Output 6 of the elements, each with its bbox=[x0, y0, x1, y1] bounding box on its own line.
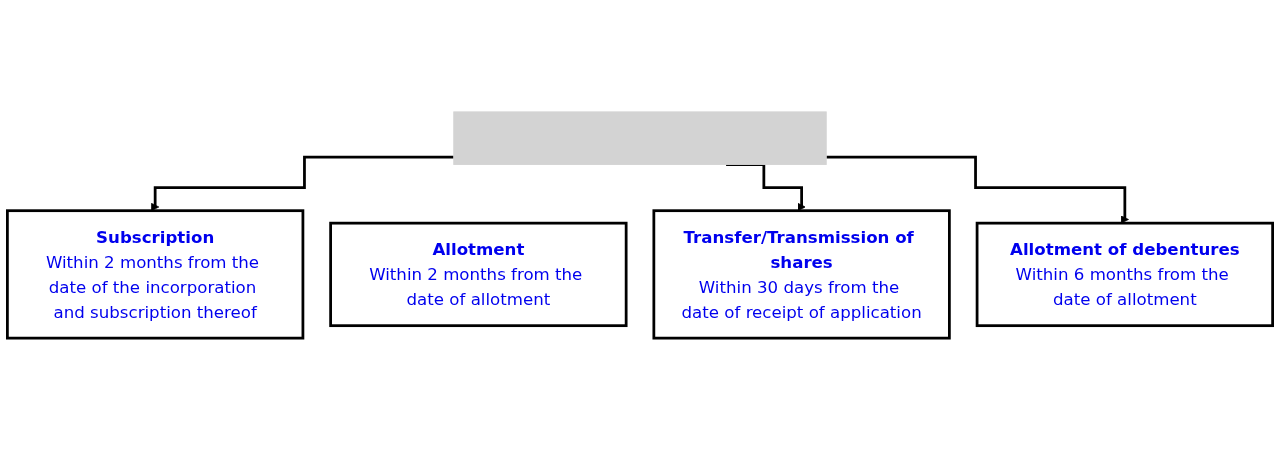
node-box: Allotment Within 2 months from the date of allotment bbox=[329, 221, 628, 328]
node-box: Transfer/Transmission of shares Within 30 days from the date of receipt of application bbox=[652, 209, 951, 340]
node-box: Subscription Within 2 months from the date of the incorporation and subscription thereof bbox=[6, 209, 305, 340]
arrow bbox=[826, 155, 1129, 224]
node-box: Allotment of debentures Within 6 months from the date of allotment bbox=[975, 221, 1274, 328]
node-bar bbox=[453, 111, 827, 165]
